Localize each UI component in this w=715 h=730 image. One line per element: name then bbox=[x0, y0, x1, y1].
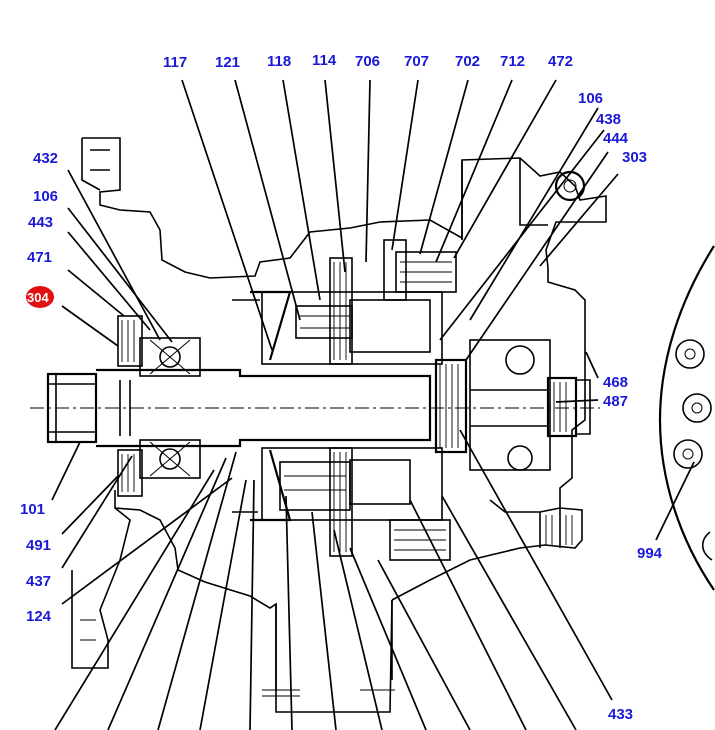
gear-housing-partial bbox=[658, 245, 715, 591]
leader-lines bbox=[51, 79, 695, 730]
label-702: 702 bbox=[455, 53, 480, 70]
label-304: 304 bbox=[27, 290, 49, 305]
label-487: 487 bbox=[603, 393, 628, 410]
label-114: 114 bbox=[312, 52, 337, 69]
callout-labels: 117 121 118 114 706 707 702 712 472 106 … bbox=[20, 52, 663, 723]
label-472: 472 bbox=[548, 53, 573, 70]
label-433: 433 bbox=[608, 706, 633, 723]
label-118: 118 bbox=[267, 53, 291, 70]
label-101: 101 bbox=[20, 501, 45, 518]
label-712: 712 bbox=[500, 53, 525, 70]
label-706: 706 bbox=[355, 53, 380, 70]
label-117: 117 bbox=[163, 54, 187, 71]
label-303: 303 bbox=[622, 149, 647, 166]
label-994: 994 bbox=[637, 545, 663, 562]
label-443: 443 bbox=[28, 214, 53, 231]
output-shaft bbox=[46, 315, 432, 497]
label-106-top: 106 bbox=[578, 90, 603, 107]
motor-housing bbox=[71, 137, 607, 713]
rear-cover bbox=[469, 339, 591, 471]
label-438: 438 bbox=[596, 111, 621, 128]
highlight-badge-304: 304 bbox=[26, 286, 54, 308]
label-124: 124 bbox=[26, 608, 52, 625]
label-106-left: 106 bbox=[33, 188, 58, 205]
label-491: 491 bbox=[26, 537, 51, 554]
label-432: 432 bbox=[33, 150, 58, 167]
label-437: 437 bbox=[26, 573, 51, 590]
label-121: 121 bbox=[215, 54, 240, 71]
cylinder-block bbox=[232, 239, 468, 561]
label-468: 468 bbox=[603, 374, 628, 391]
label-471: 471 bbox=[27, 249, 52, 266]
label-444: 444 bbox=[603, 130, 629, 147]
label-707: 707 bbox=[404, 53, 429, 70]
